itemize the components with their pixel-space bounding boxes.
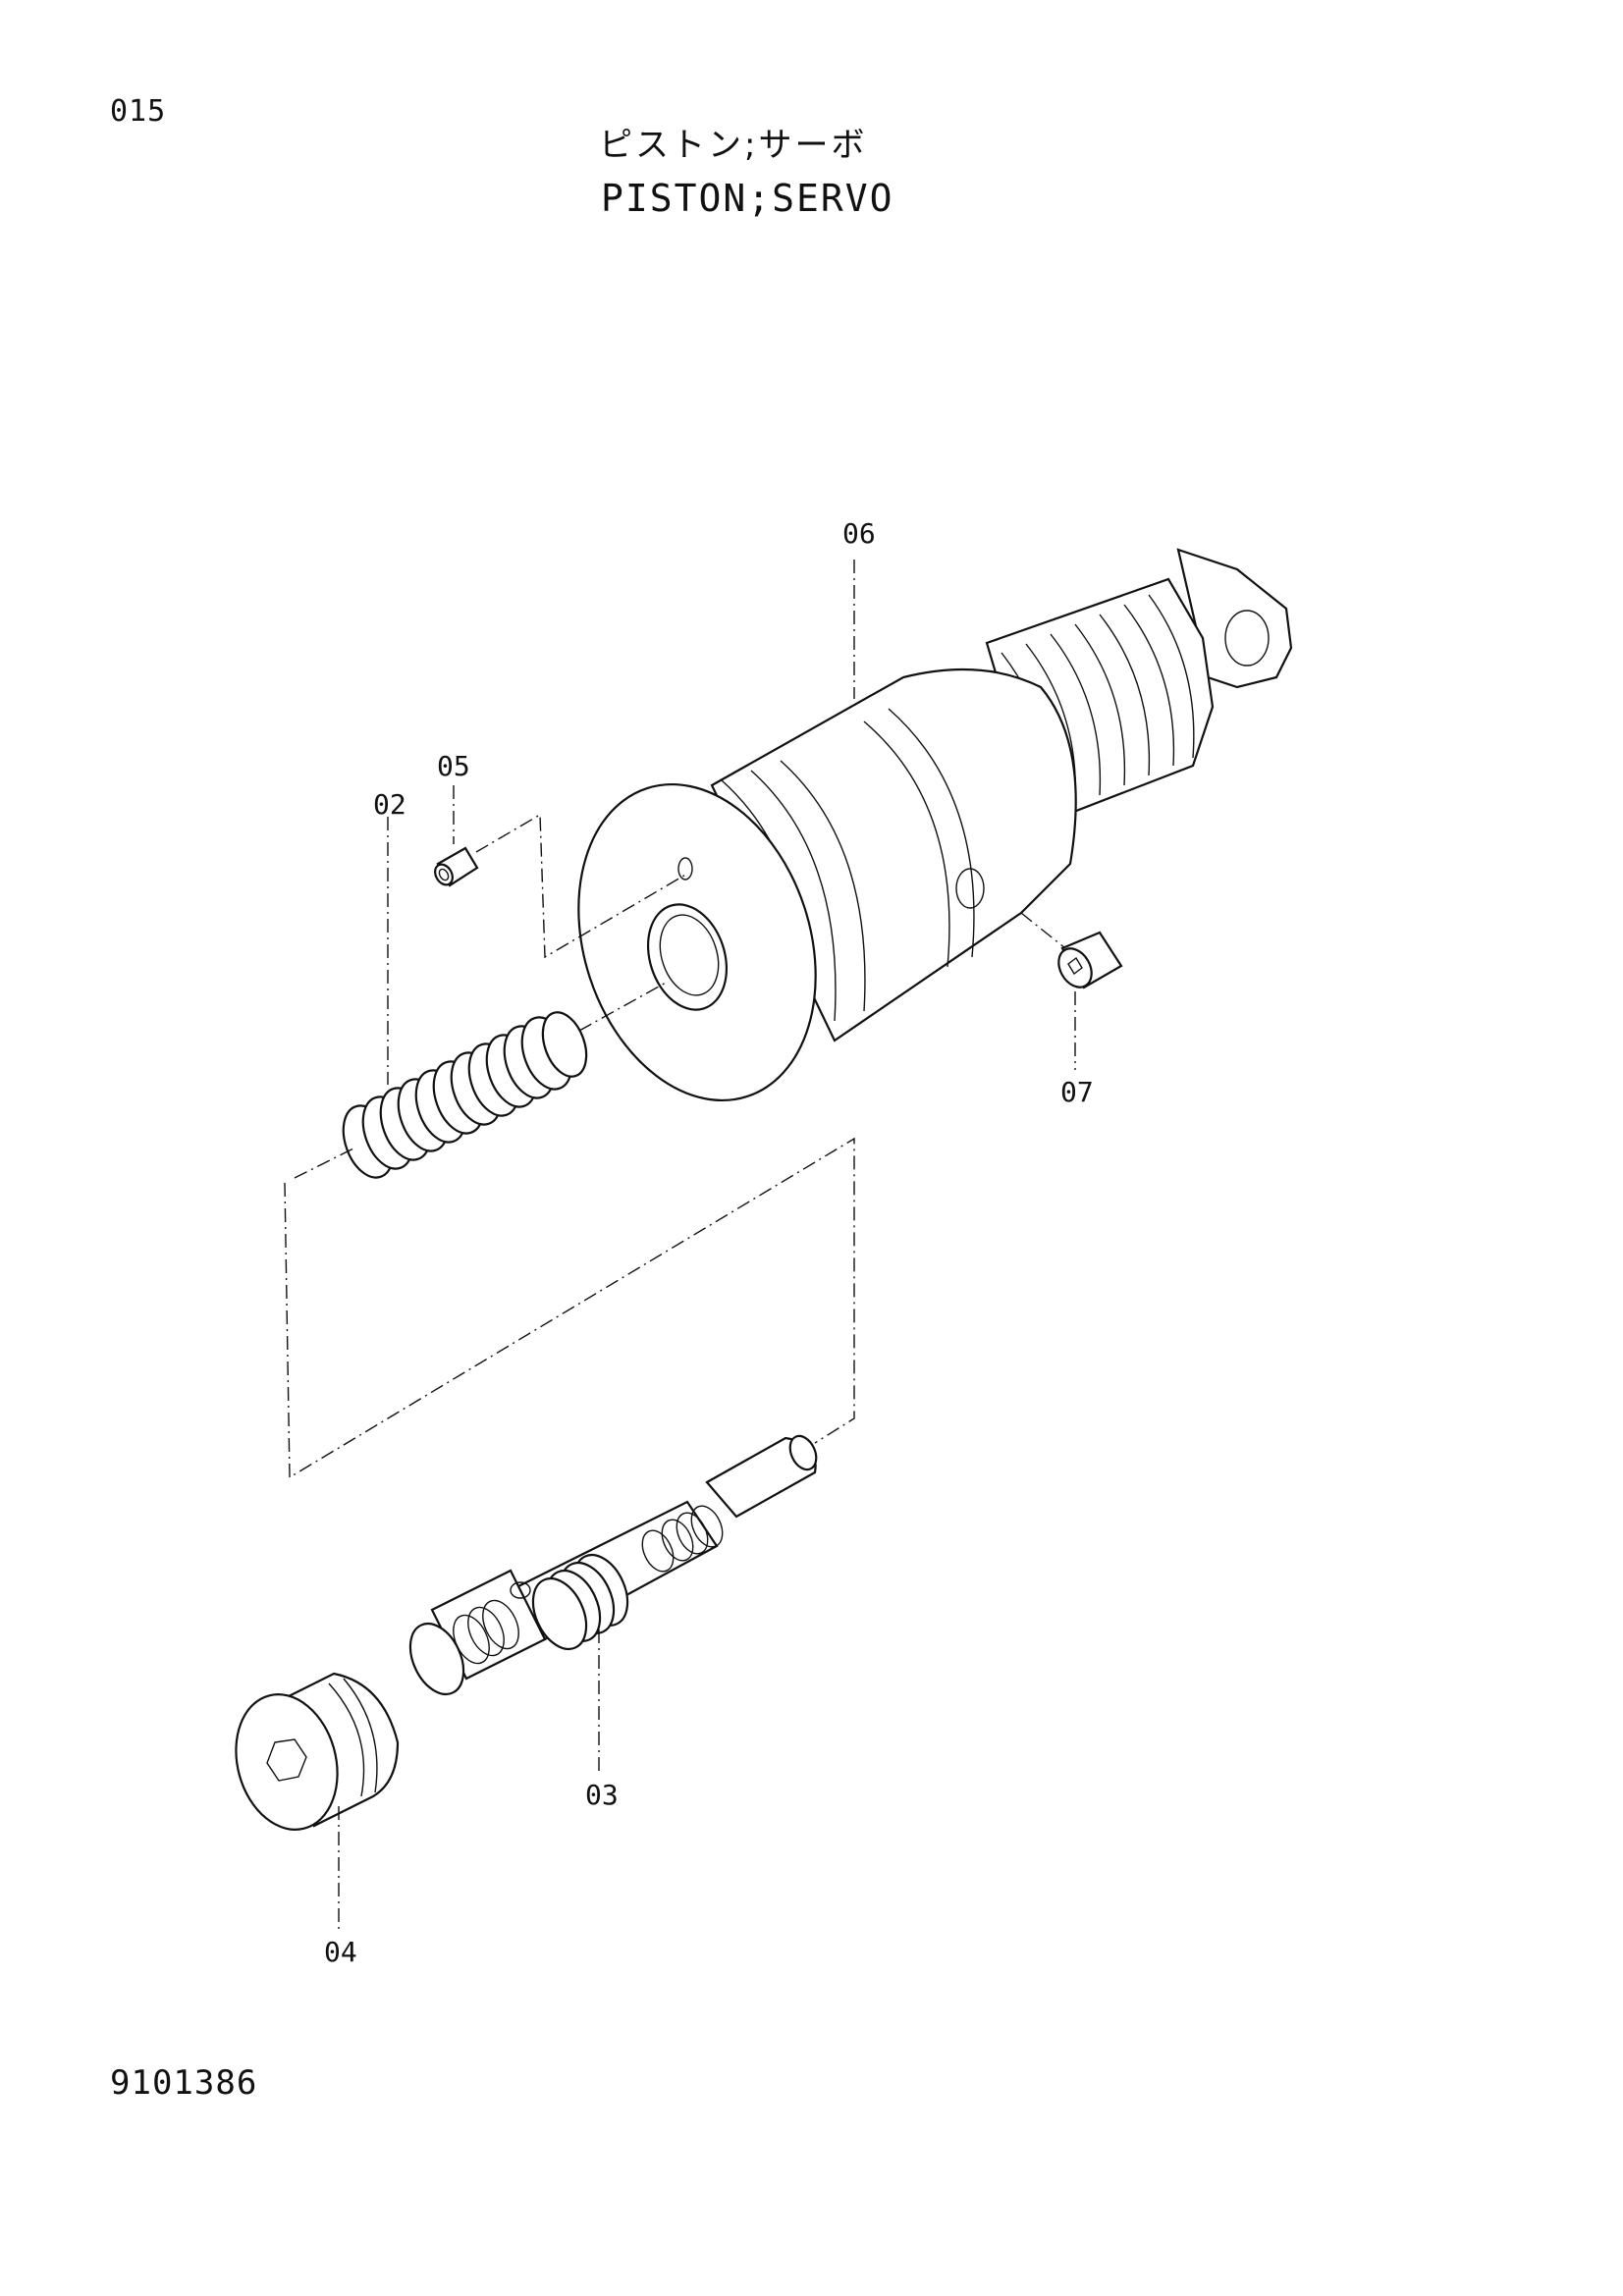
leader-lines bbox=[284, 560, 1076, 1929]
part-07-plug-screw bbox=[1057, 931, 1123, 989]
part-05-set-screw bbox=[434, 846, 479, 887]
callout-labels: 06 05 02 07 03 04 bbox=[324, 517, 1094, 1968]
part-06-servo-piston bbox=[577, 548, 1293, 1101]
page-number: 015 bbox=[110, 94, 167, 129]
part-03-spool bbox=[408, 1434, 818, 1696]
callout-03: 03 bbox=[585, 1779, 619, 1811]
title-english: PISTON;SERVO bbox=[601, 177, 894, 220]
title-japanese: ピストン;サーボ bbox=[599, 126, 868, 165]
callout-06: 06 bbox=[842, 517, 876, 550]
callout-07: 07 bbox=[1060, 1076, 1094, 1108]
drawing-number: 9101386 bbox=[110, 2063, 258, 2103]
callout-04: 04 bbox=[324, 1936, 357, 1968]
callout-02: 02 bbox=[373, 788, 406, 821]
part-04-plug bbox=[235, 1672, 400, 1831]
part-02-spring bbox=[342, 1011, 588, 1179]
callout-05: 05 bbox=[437, 750, 470, 782]
